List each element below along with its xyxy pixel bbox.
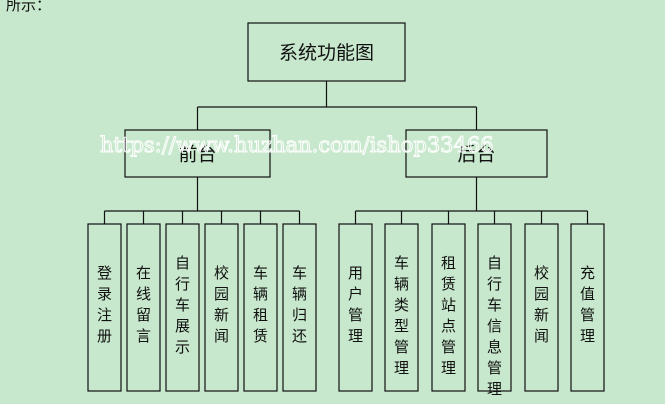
leaf-label-1-3: 自行车信息管理 xyxy=(487,254,502,398)
leaf-box-0-1 xyxy=(126,223,161,392)
leaf-box-1-1 xyxy=(384,223,419,392)
group-box-1 xyxy=(405,129,548,178)
leaf-box-0-5 xyxy=(282,223,317,392)
leaf-label-1-4: 校园新闻 xyxy=(534,264,549,345)
connector-lines xyxy=(103,81,589,224)
group-label-0: 前台 xyxy=(178,144,216,166)
leaf-box-1-5 xyxy=(570,223,605,392)
root-box xyxy=(247,22,406,82)
group-box-0 xyxy=(124,129,271,178)
leaf-box-1-3 xyxy=(477,223,512,392)
leaf-label-0-5: 车辆归还 xyxy=(292,264,307,345)
leaf-label-1-2: 租赁站点管理 xyxy=(441,254,456,377)
intro-text: 所示： xyxy=(6,0,52,14)
leaf-label-1-0: 用户管理 xyxy=(348,264,363,345)
leaf-box-1-0 xyxy=(338,223,373,392)
leaf-label-0-2: 自行车展示 xyxy=(175,254,190,356)
leaf-label-1-1: 车辆类型管理 xyxy=(394,254,409,377)
watermark-text: https://www.huzhan.com/ishop33466 xyxy=(100,133,494,157)
leaf-label-0-0: 登录注册 xyxy=(97,264,112,345)
leaf-label-1-5: 充值管理 xyxy=(580,264,595,345)
leaf-label-0-1: 在线留言 xyxy=(136,264,151,345)
caption-strip-cut-off xyxy=(210,392,470,404)
leaf-box-1-2 xyxy=(431,223,466,392)
leaf-label-0-4: 车辆租赁 xyxy=(253,264,268,345)
group-label-1: 后台 xyxy=(457,144,495,166)
leaf-box-0-0 xyxy=(87,223,122,392)
leaf-box-1-4 xyxy=(524,223,559,392)
leaf-box-0-2 xyxy=(165,223,200,392)
leaf-box-0-4 xyxy=(243,223,278,392)
root-label: 系统功能图 xyxy=(279,42,374,64)
leaf-label-0-3: 校园新闻 xyxy=(214,264,229,345)
leaf-box-0-3 xyxy=(204,223,239,392)
